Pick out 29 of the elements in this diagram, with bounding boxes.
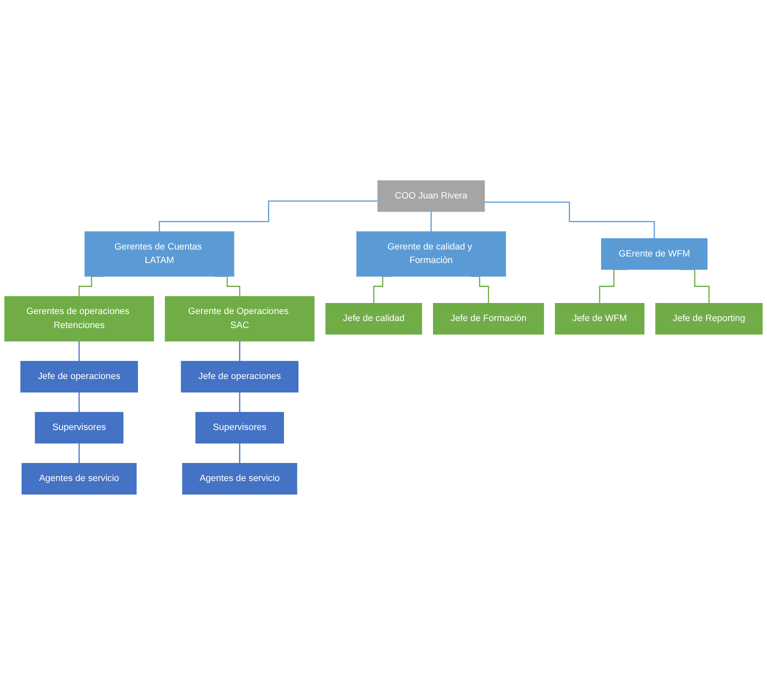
connector — [484, 201, 655, 239]
connector — [78, 340, 80, 362]
connector — [239, 442, 240, 464]
node-box: Jefe de operaciones — [180, 360, 298, 392]
connector — [239, 340, 240, 362]
node-box: Gerentes de Cuentas LATAM — [84, 230, 234, 276]
connector — [373, 275, 392, 304]
node-box: Agentes de servicio — [22, 462, 137, 494]
connector — [430, 210, 432, 232]
node-box: Supervisores — [195, 412, 284, 444]
node-box: Jefe de operaciones — [20, 360, 138, 392]
node-box: Agentes de servicio — [182, 462, 298, 494]
connector — [470, 275, 490, 304]
connector — [78, 391, 80, 412]
node-box: GErente de WFM — [601, 238, 708, 270]
node-box: Gerentes de operaciones Retenciones — [4, 296, 154, 341]
node-box: Gerente de calidad y Formaciòn — [356, 230, 506, 276]
connector — [158, 200, 378, 232]
connector — [239, 391, 240, 412]
node-box: Jefe de Reporting — [655, 302, 763, 334]
node-box: Gerente de Operaciones SAC — [164, 296, 315, 341]
connector — [78, 275, 104, 297]
connector — [78, 442, 80, 464]
node-box: Jefe de Formaciòn — [433, 302, 544, 334]
connector — [214, 275, 240, 297]
node-box: Jefe de WFM — [554, 302, 644, 334]
node-box: Supervisores — [34, 412, 124, 444]
node-box: COO Juan Rivera — [377, 180, 485, 212]
node-box: Jefe de calidad — [325, 302, 422, 334]
